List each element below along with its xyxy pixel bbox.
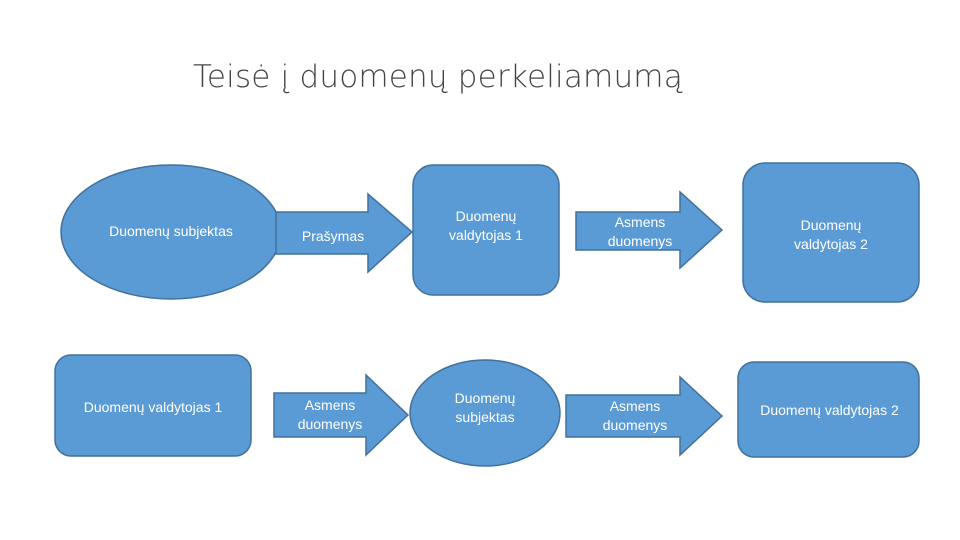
slide-title: Teisė į duomenų perkeliamumą xyxy=(193,59,683,95)
row1-subject-label: Duomenų subjektas xyxy=(109,222,233,239)
row2-subject-ellipse xyxy=(409,359,561,467)
row2-personal-data-arrow-1 xyxy=(273,373,410,457)
row1-controller2-box xyxy=(742,162,920,303)
row2-personal-data-label-2: Asmens duomenys xyxy=(602,398,668,433)
row1-controller2-label: Duomenų valdytojas 2 xyxy=(794,217,868,252)
row1-controller1-label: Duomenų valdytojas 1 xyxy=(449,208,523,243)
row1-request-arrow xyxy=(275,192,414,274)
row1-request-label: Prašymas xyxy=(301,227,365,244)
row2-controller2-box xyxy=(737,361,920,458)
row1-personal-data-label: Asmens duomenys xyxy=(607,214,673,249)
row2-controller1-box xyxy=(54,354,252,457)
row1-controller1-box xyxy=(412,164,560,296)
row2-personal-data-arrow-2 xyxy=(565,375,724,457)
row1-personal-data-arrow xyxy=(575,190,724,270)
row2-controller1-label: Duomenų valdytojas 1 xyxy=(83,398,223,415)
row2-controller2-label: Duomenų valdytojas 2 xyxy=(760,401,899,418)
row2-personal-data-label-1: Asmens duomenys xyxy=(297,397,363,432)
row2-subject-label: Duomenų subjektas xyxy=(454,390,516,425)
